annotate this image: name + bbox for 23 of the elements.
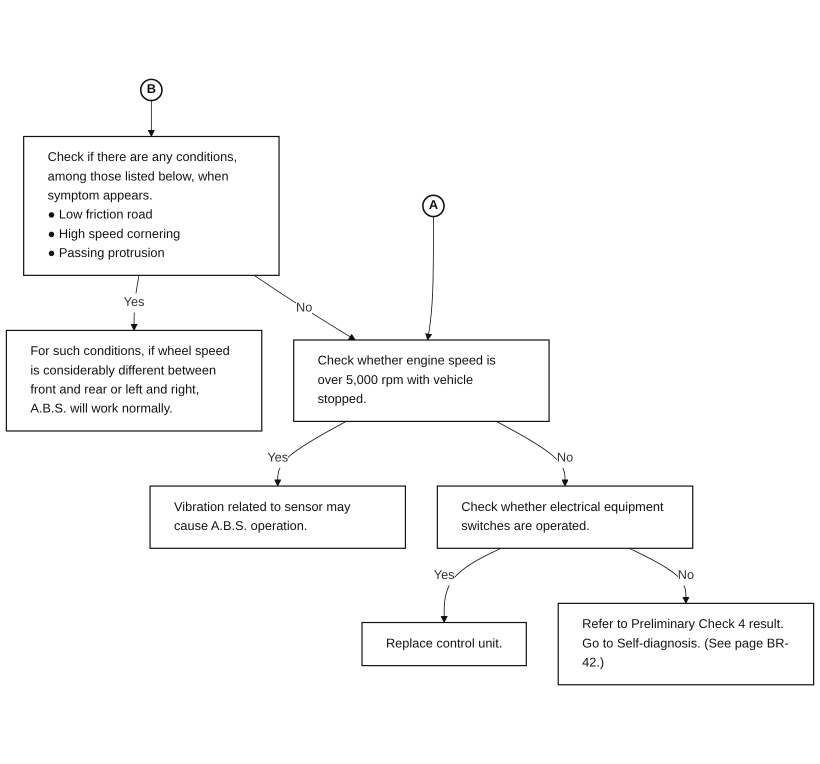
node-box: For such conditions, if wheel speed is considerably different between front and rear or left and right, A.B.S. will work normally. — [6, 330, 262, 432]
arrow — [274, 420, 347, 486]
edge-label: Yes — [267, 451, 288, 465]
edge-label: No — [296, 301, 312, 315]
node-box: Check whether engine speed is over 5,000 rpm with vehicle stopped. — [293, 339, 550, 422]
edge-label: No — [678, 568, 694, 582]
arrow — [148, 100, 155, 137]
node-circle: B — [140, 78, 163, 102]
edge-label: Yes — [434, 568, 455, 582]
node-box: Replace control unit. — [361, 622, 527, 666]
node-box: Check if there are any conditions, among those listed below, when symptom appears. ● Low friction road ● High speed cornering ● Passing protrusion — [23, 136, 280, 276]
node-circle: A — [422, 194, 445, 218]
node-box: Vibration related to sensor may cause A.B.S. operation. — [149, 485, 406, 549]
edge-label: Yes — [124, 296, 144, 310]
arrow — [254, 274, 356, 340]
arrow — [425, 216, 434, 340]
arrow — [628, 548, 690, 604]
node-box: Check whether electrical equipment switches are operated. — [436, 485, 694, 549]
arrow — [496, 420, 569, 486]
node-box: Refer to Preliminary Check 4 result. Go to Self-diagnosis. (See page BR-42.) — [558, 602, 814, 686]
arrow — [130, 274, 140, 331]
edge-label: No — [556, 451, 574, 465]
arrow — [440, 548, 502, 623]
